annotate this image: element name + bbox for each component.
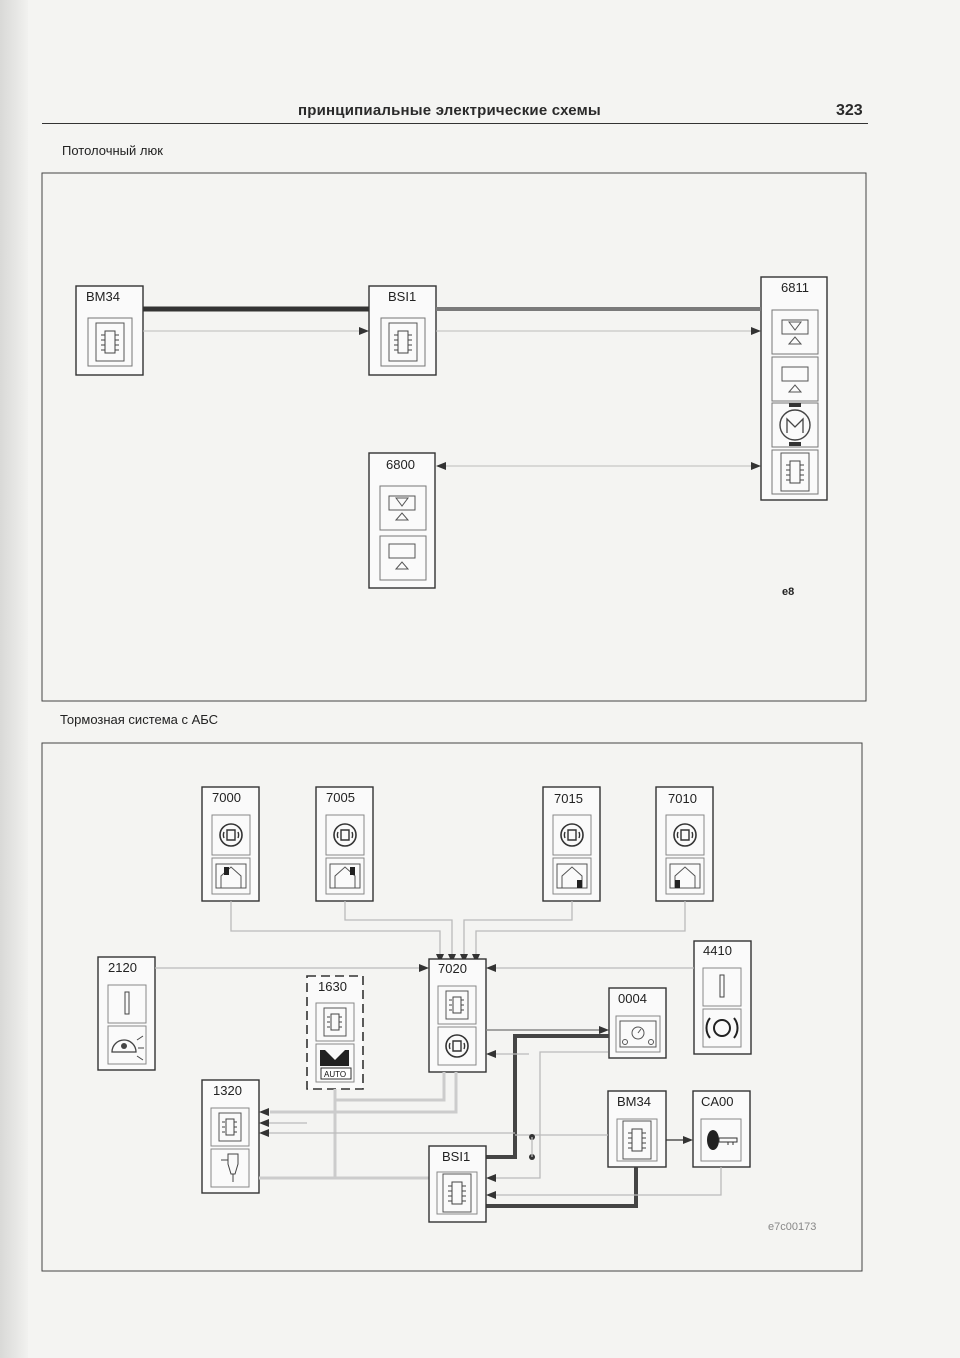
wire-ca00-bsi1 [496,1167,722,1196]
section-title-abs: Тормозная система с АБС [60,712,219,727]
box-bsi1: BSI1 [368,285,437,376]
label-0004: 0004 [618,991,647,1006]
wire-7000-7020 [230,901,441,955]
arrow-icon [486,1050,496,1058]
box-bm34-abs: BM34 [607,1090,667,1168]
box-4410: 4410 [693,940,752,1055]
ignition-key-icon [707,1130,738,1150]
wire-0004-bsi1-signal [494,1051,608,1179]
arrow-icon [359,327,369,335]
arrow-icon [486,964,496,972]
arrow-icon [259,1129,269,1137]
label-7010: 7010 [668,791,697,806]
arrow-icon [751,462,761,470]
box-1320: 1320 [201,1079,260,1194]
motor-icon [779,403,811,446]
auto-label: AUTO [324,1070,346,1079]
label-bm34-abs: BM34 [617,1094,651,1109]
box-bsi1-abs: BSI1 [428,1145,487,1223]
label-7020: 7020 [438,961,467,976]
switch-up-down-icon [781,319,809,345]
wire-7010-7020 [475,901,686,955]
label-bsi1: BSI1 [388,289,416,304]
box-7015: 7015 [542,786,601,902]
switch-up-down-icon [388,495,416,521]
injector-icon [221,1153,239,1182]
label-1320: 1320 [213,1083,242,1098]
arrow-icon [683,1136,693,1144]
label-6811: 6811 [781,280,809,295]
instrument-cluster-icon [619,1020,657,1048]
arrow-icon [486,1174,496,1182]
box-2120: 2120 [97,956,156,1071]
diagram-ref-code: e8 [782,586,794,598]
page-number: 323 [836,102,863,119]
arrow-icon [259,1108,269,1116]
arrow-icon [751,327,761,335]
wire-0004-bsi1-bus [486,1034,609,1159]
box-7010: 7010 [655,786,714,902]
page-spine-shadow [0,0,28,1358]
label-bsi1-abs: BSI1 [442,1149,470,1164]
switch-contact-icon [124,991,130,1015]
switch-contact-icon [719,974,725,998]
arrow-icon [599,1026,609,1034]
box-0004: 0004 [608,987,667,1059]
label-6800: 6800 [386,457,415,472]
box-7005: 7005 [315,786,374,902]
box-ca00: CA00 [692,1090,751,1168]
header-rule [42,123,868,124]
switch-tilt-icon [781,366,809,393]
box-6811: 6811 [760,276,828,501]
sunroof-diagram-frame [41,172,867,702]
page-header-title: принципиальные электрические схемы [298,102,601,119]
wire-7005-7020 [344,901,453,955]
abs-diagram-frame [41,742,863,1272]
arrow-icon [486,1191,496,1199]
label-2120: 2120 [108,960,137,975]
box-1630: 1630 AUTO [306,975,364,1090]
arrow-icon [436,462,446,470]
arrow-icon [259,1119,269,1127]
label-7015: 7015 [554,791,583,806]
wire-7020-1320 [270,1072,458,1114]
diagram-ref-code-abs: e7c00173 [768,1221,816,1233]
arrow-icon [419,964,429,972]
switch-tilt-icon [388,543,416,570]
box-bm34: BM34 [75,285,144,376]
label-7005: 7005 [326,790,355,805]
box-7020: 7020 [428,958,487,1073]
section-title-sunroof: Потолочный люк [62,143,163,158]
label-4410: 4410 [703,943,732,958]
auto-gearbox-icon: AUTO [320,1050,352,1080]
brake-light-icon [111,1035,144,1061]
label-7000: 7000 [212,790,241,805]
label-bm34: BM34 [86,289,120,304]
label-ca00: CA00 [701,1094,734,1109]
label-1630: 1630 [318,979,347,994]
wire-bm34-bsi1-power [486,1167,638,1208]
handbrake-icon [705,1017,739,1039]
wire-7015-7020 [463,901,573,955]
box-6800: 6800 [368,452,436,589]
box-7000: 7000 [201,786,260,902]
